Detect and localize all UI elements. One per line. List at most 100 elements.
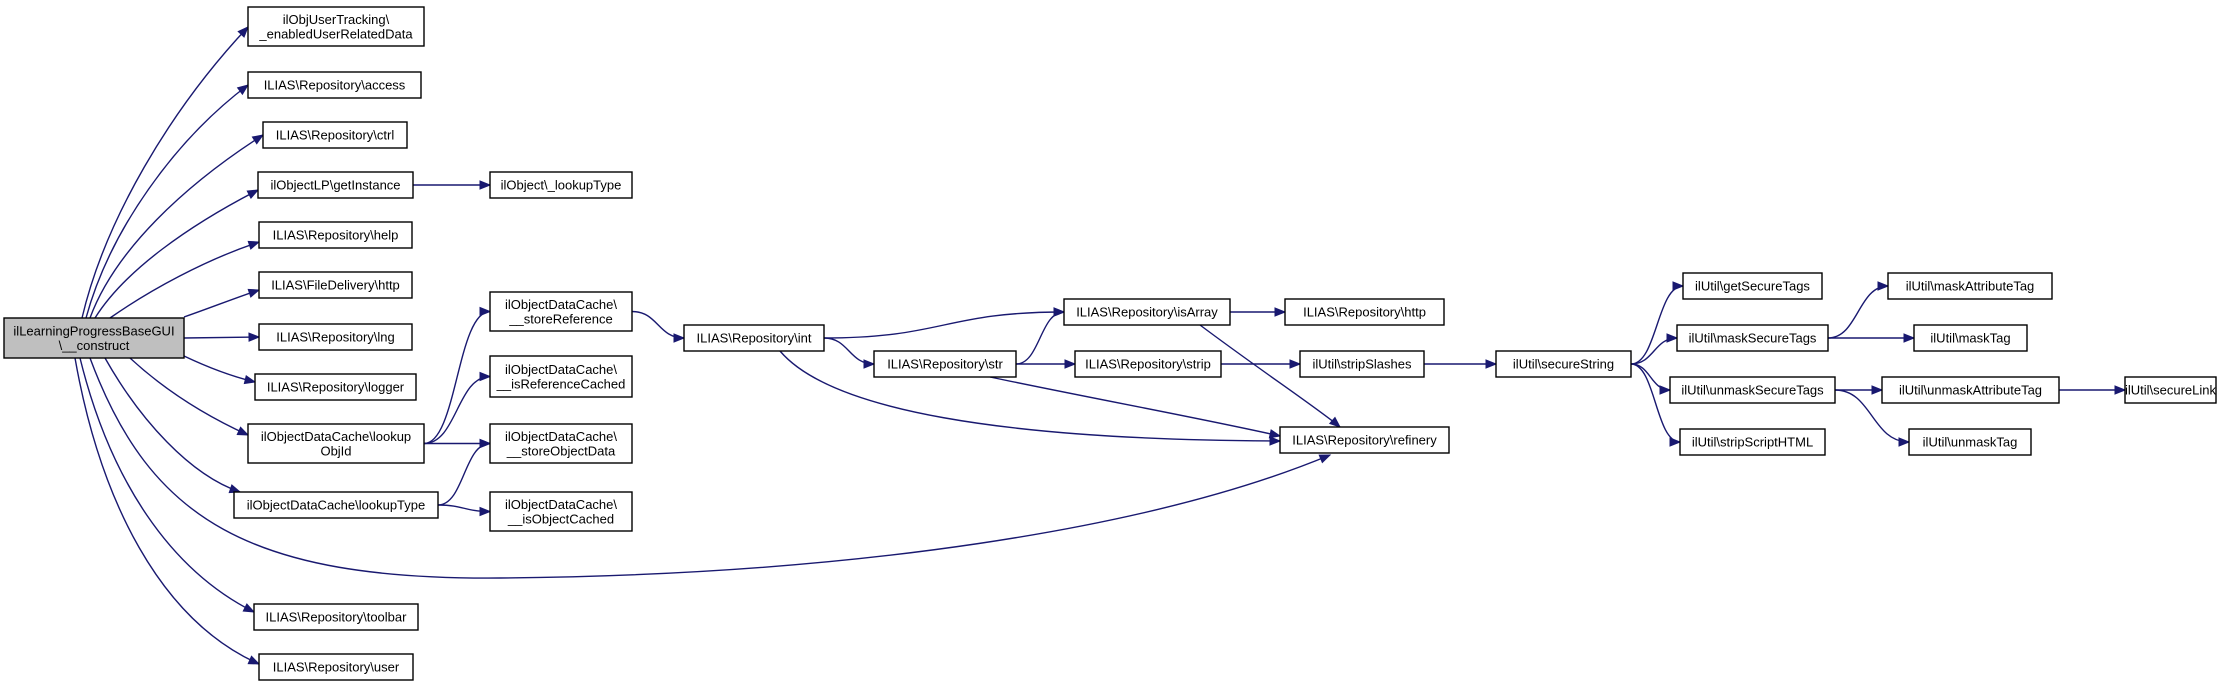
edge-root-to-n13	[74, 357, 261, 665]
node-n12[interactable]: ILIAS\Repository\toolbar	[253, 603, 419, 631]
node-n5[interactable]: ilObject\_lookupType	[489, 171, 633, 199]
node-n32[interactable]: ilUtil\unmaskAttributeTag	[1881, 376, 2060, 404]
node-n16[interactable]: ilObjectDataCache\__storeObjectData	[489, 423, 633, 464]
node-box	[1495, 350, 1632, 378]
node-n19[interactable]: ILIAS\Repository\isArray	[1063, 298, 1231, 326]
edge-n19-to-n22	[1199, 324, 1342, 428]
node-n20[interactable]: ILIAS\Repository\str	[873, 350, 1017, 378]
edge-line	[81, 26, 249, 319]
node-n21[interactable]: ILIAS\Repository\strip	[1074, 350, 1222, 378]
edge-line	[631, 310, 685, 339]
node-box	[257, 171, 414, 199]
node-label: ilUtil\maskTag	[1930, 331, 2010, 346]
edge-n24-to-n25	[1424, 359, 1498, 369]
node-n1[interactable]: ilObjUserTracking\_enabledUserRelatedDat…	[247, 6, 425, 47]
node-box	[1063, 298, 1231, 326]
node-n28[interactable]: ilUtil\unmaskSecureTags	[1669, 376, 1836, 404]
edge-n25-to-n29	[1630, 363, 1682, 447]
node-box	[1887, 272, 2053, 300]
node-n3[interactable]: ILIAS\Repository\ctrl	[262, 121, 408, 149]
node-label: ILIAS\Repository\help	[273, 228, 399, 243]
node-n15[interactable]: ilObjectDataCache\__isReferenceCached	[489, 355, 633, 398]
node-box	[1913, 324, 2028, 352]
node-box	[489, 491, 633, 532]
node-n25[interactable]: ilUtil\secureString	[1495, 350, 1632, 378]
node-label: __storeReference	[508, 311, 612, 326]
edge-arrowhead	[479, 371, 492, 382]
node-n17[interactable]: ilObjectDataCache\__isObjectCached	[489, 491, 633, 532]
node-box	[1881, 376, 2060, 404]
node-label: ilUtil\unmaskTag	[1923, 435, 2018, 450]
node-n8[interactable]: ILIAS\Repository\lng	[258, 323, 413, 351]
node-n31[interactable]: ilUtil\maskTag	[1913, 324, 2028, 352]
node-box	[683, 324, 825, 352]
edge-arrowhead	[1903, 333, 1916, 343]
edge-line	[823, 337, 875, 365]
node-n26[interactable]: ilUtil\getSecureTags	[1682, 272, 1823, 300]
node-box	[3, 317, 185, 359]
node-n29[interactable]: ilUtil\stripScriptHTML	[1679, 428, 1826, 456]
edge-line	[1827, 285, 1889, 339]
edge-root-to-n1	[81, 26, 249, 319]
node-box	[1682, 272, 1823, 300]
node-box	[489, 291, 633, 332]
node-n24[interactable]: ilUtil\stripSlashes	[1299, 350, 1425, 378]
edge-n20-to-n21	[1016, 359, 1077, 369]
edge-arrowhead	[1485, 359, 1498, 369]
node-label: ilObjectDataCache\lookup	[261, 429, 411, 444]
edge-arrowhead	[1669, 437, 1682, 447]
node-label: ILIAS\Repository\refinery	[1292, 433, 1437, 448]
edge-arrowhead	[1659, 385, 1672, 395]
node-n27[interactable]: ilUtil\maskSecureTags	[1676, 324, 1829, 352]
node-n9[interactable]: ILIAS\Repository\logger	[254, 373, 417, 401]
node-box	[1074, 350, 1222, 378]
edge-n25-to-n26	[1630, 281, 1685, 365]
node-n30[interactable]: ilUtil\maskAttributeTag	[1887, 272, 2053, 300]
edge-root-to-n6	[109, 240, 261, 319]
node-box	[253, 603, 419, 631]
node-label: ilObjectDataCache\	[505, 362, 617, 377]
node-n11[interactable]: ilObjectDataCache\lookupType	[233, 491, 439, 519]
edge-line	[74, 357, 260, 665]
node-n14[interactable]: ilObjectDataCache\__storeReference	[489, 291, 633, 332]
edge-n18-to-n22	[779, 350, 1282, 446]
edge-arrowhead	[1328, 416, 1342, 428]
node-root[interactable]: ilLearningProgressBaseGUI\__construct	[3, 317, 185, 359]
node-n22[interactable]: ILIAS\Repository\refinery	[1279, 426, 1450, 454]
node-n23[interactable]: ILIAS\Repository\http	[1284, 298, 1445, 326]
node-label: \__construct	[59, 338, 130, 353]
edge-arrowhead	[1666, 333, 1679, 343]
edge-line	[104, 357, 241, 493]
edge-arrowhead	[236, 426, 250, 436]
node-n33[interactable]: ilUtil\unmaskTag	[1908, 428, 2032, 456]
edge-arrowhead	[1898, 437, 1911, 447]
node-n18[interactable]: ILIAS\Repository\int	[683, 324, 825, 352]
node-label: _enabledUserRelatedData	[258, 26, 413, 41]
edge-n4-to-n5	[412, 180, 492, 190]
edge-n25-to-n27	[1630, 333, 1679, 365]
node-n34[interactable]: ilUtil\secureLink	[2124, 376, 2217, 404]
node-label: ObjId	[320, 443, 351, 458]
node-n6[interactable]: ILIAS\Repository\help	[258, 221, 413, 249]
edge-arrowhead	[1877, 281, 1890, 291]
edge-arrowhead	[479, 180, 492, 190]
edge-arrowhead	[863, 359, 876, 369]
edge-arrowhead	[251, 134, 265, 145]
edge-arrowhead	[1064, 359, 1077, 369]
edge-root-to-n3	[89, 134, 265, 319]
node-n2[interactable]: ILIAS\Repository\access	[247, 71, 422, 99]
edge-line	[183, 289, 260, 318]
node-box	[247, 423, 425, 464]
node-label: ILIAS\Repository\logger	[267, 380, 405, 395]
node-n7[interactable]: ILIAS\FileDelivery\http	[258, 271, 413, 299]
node-box	[258, 221, 413, 249]
edge-arrowhead	[1268, 429, 1282, 439]
node-label: __isObjectCached	[507, 511, 614, 526]
edge-root-to-n4	[94, 189, 260, 319]
edge-n19-to-n23	[1229, 307, 1287, 317]
node-n4[interactable]: ilObjectLP\getInstance	[257, 171, 414, 199]
node-box	[1279, 426, 1450, 454]
node-n13[interactable]: ILIAS\Repository\user	[258, 653, 414, 681]
node-box	[233, 491, 439, 519]
